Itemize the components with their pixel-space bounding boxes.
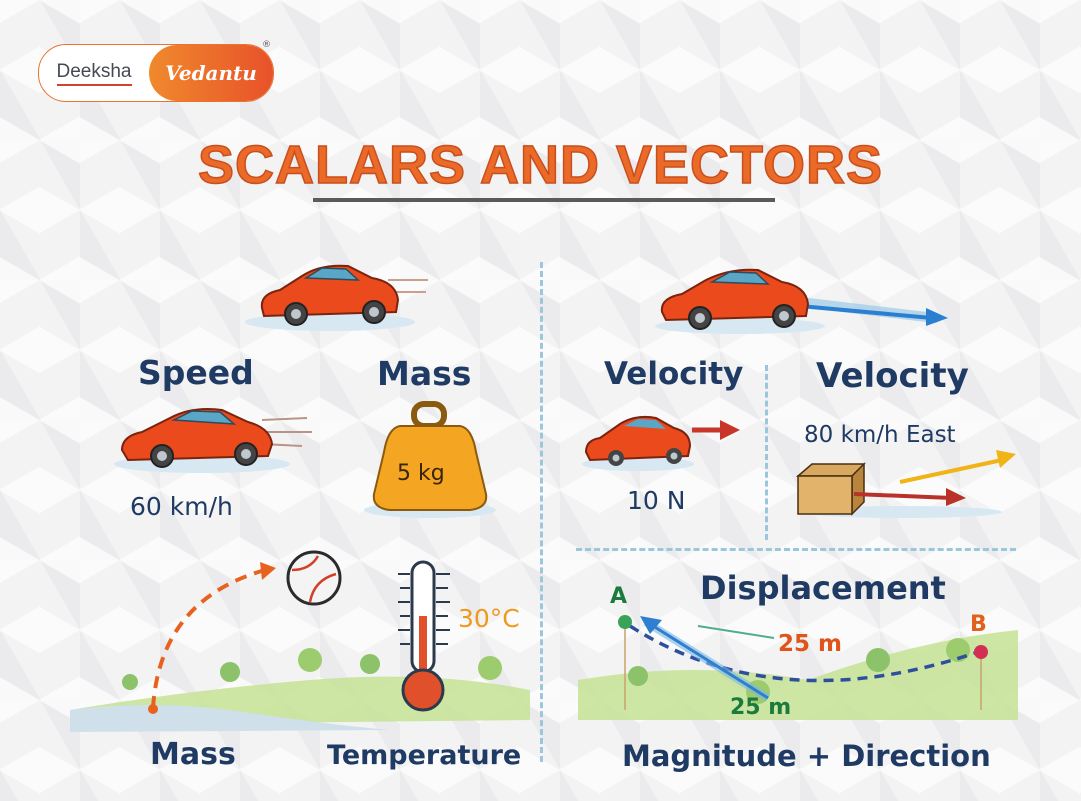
speed-label: Speed <box>138 353 254 392</box>
temperature-value: 30°C <box>458 604 520 633</box>
registered-mark: ® <box>262 40 271 50</box>
car-icon <box>245 264 428 331</box>
page-title: SCALARS AND VECTORS <box>197 134 884 196</box>
speed-value: 60 km/h <box>130 492 233 521</box>
mass-label: Mass <box>377 354 472 393</box>
logo-vedantu: Vedantu <box>149 45 273 101</box>
displacement-scene <box>578 615 1018 720</box>
title-underline <box>313 198 775 202</box>
displacement-path-value: 25 m <box>730 695 792 720</box>
velocity-right-value: 80 km/h East <box>804 422 956 448</box>
magnitude-direction-caption: Magnitude + Direction <box>622 739 991 773</box>
baseball-icon <box>286 550 342 606</box>
speed-car-icon <box>114 408 312 473</box>
brand-logo: Deeksha Vedantu <box>38 44 274 102</box>
vector-inner-divider <box>765 365 768 540</box>
mass-bottom-label: Mass <box>150 737 236 772</box>
vertical-divider <box>540 262 543 762</box>
thermometer-icon <box>398 560 450 712</box>
logo-vedantu-text: Vedantu <box>165 61 257 85</box>
logo-deeksha-text: Deeksha <box>56 61 132 86</box>
velocity-left-value: 10 N <box>627 486 686 515</box>
displacement-straight-value: 25 m <box>778 631 842 657</box>
mass-value: 5 kg <box>397 461 445 486</box>
velocity-right-label: Velocity <box>816 356 969 396</box>
box-force-icon <box>795 450 1016 518</box>
horizontal-divider <box>576 548 1016 551</box>
logo-deeksha: Deeksha <box>39 45 149 101</box>
point-b-label: B <box>970 612 987 637</box>
temperature-label: Temperature <box>327 740 522 771</box>
point-a-label: A <box>610 584 628 609</box>
small-car-arrow-icon <box>582 415 740 471</box>
displacement-label: Displacement <box>700 569 946 607</box>
weight-icon <box>364 401 496 518</box>
velocity-car-arrow-icon <box>655 268 948 334</box>
velocity-left-label: Velocity <box>604 356 744 392</box>
